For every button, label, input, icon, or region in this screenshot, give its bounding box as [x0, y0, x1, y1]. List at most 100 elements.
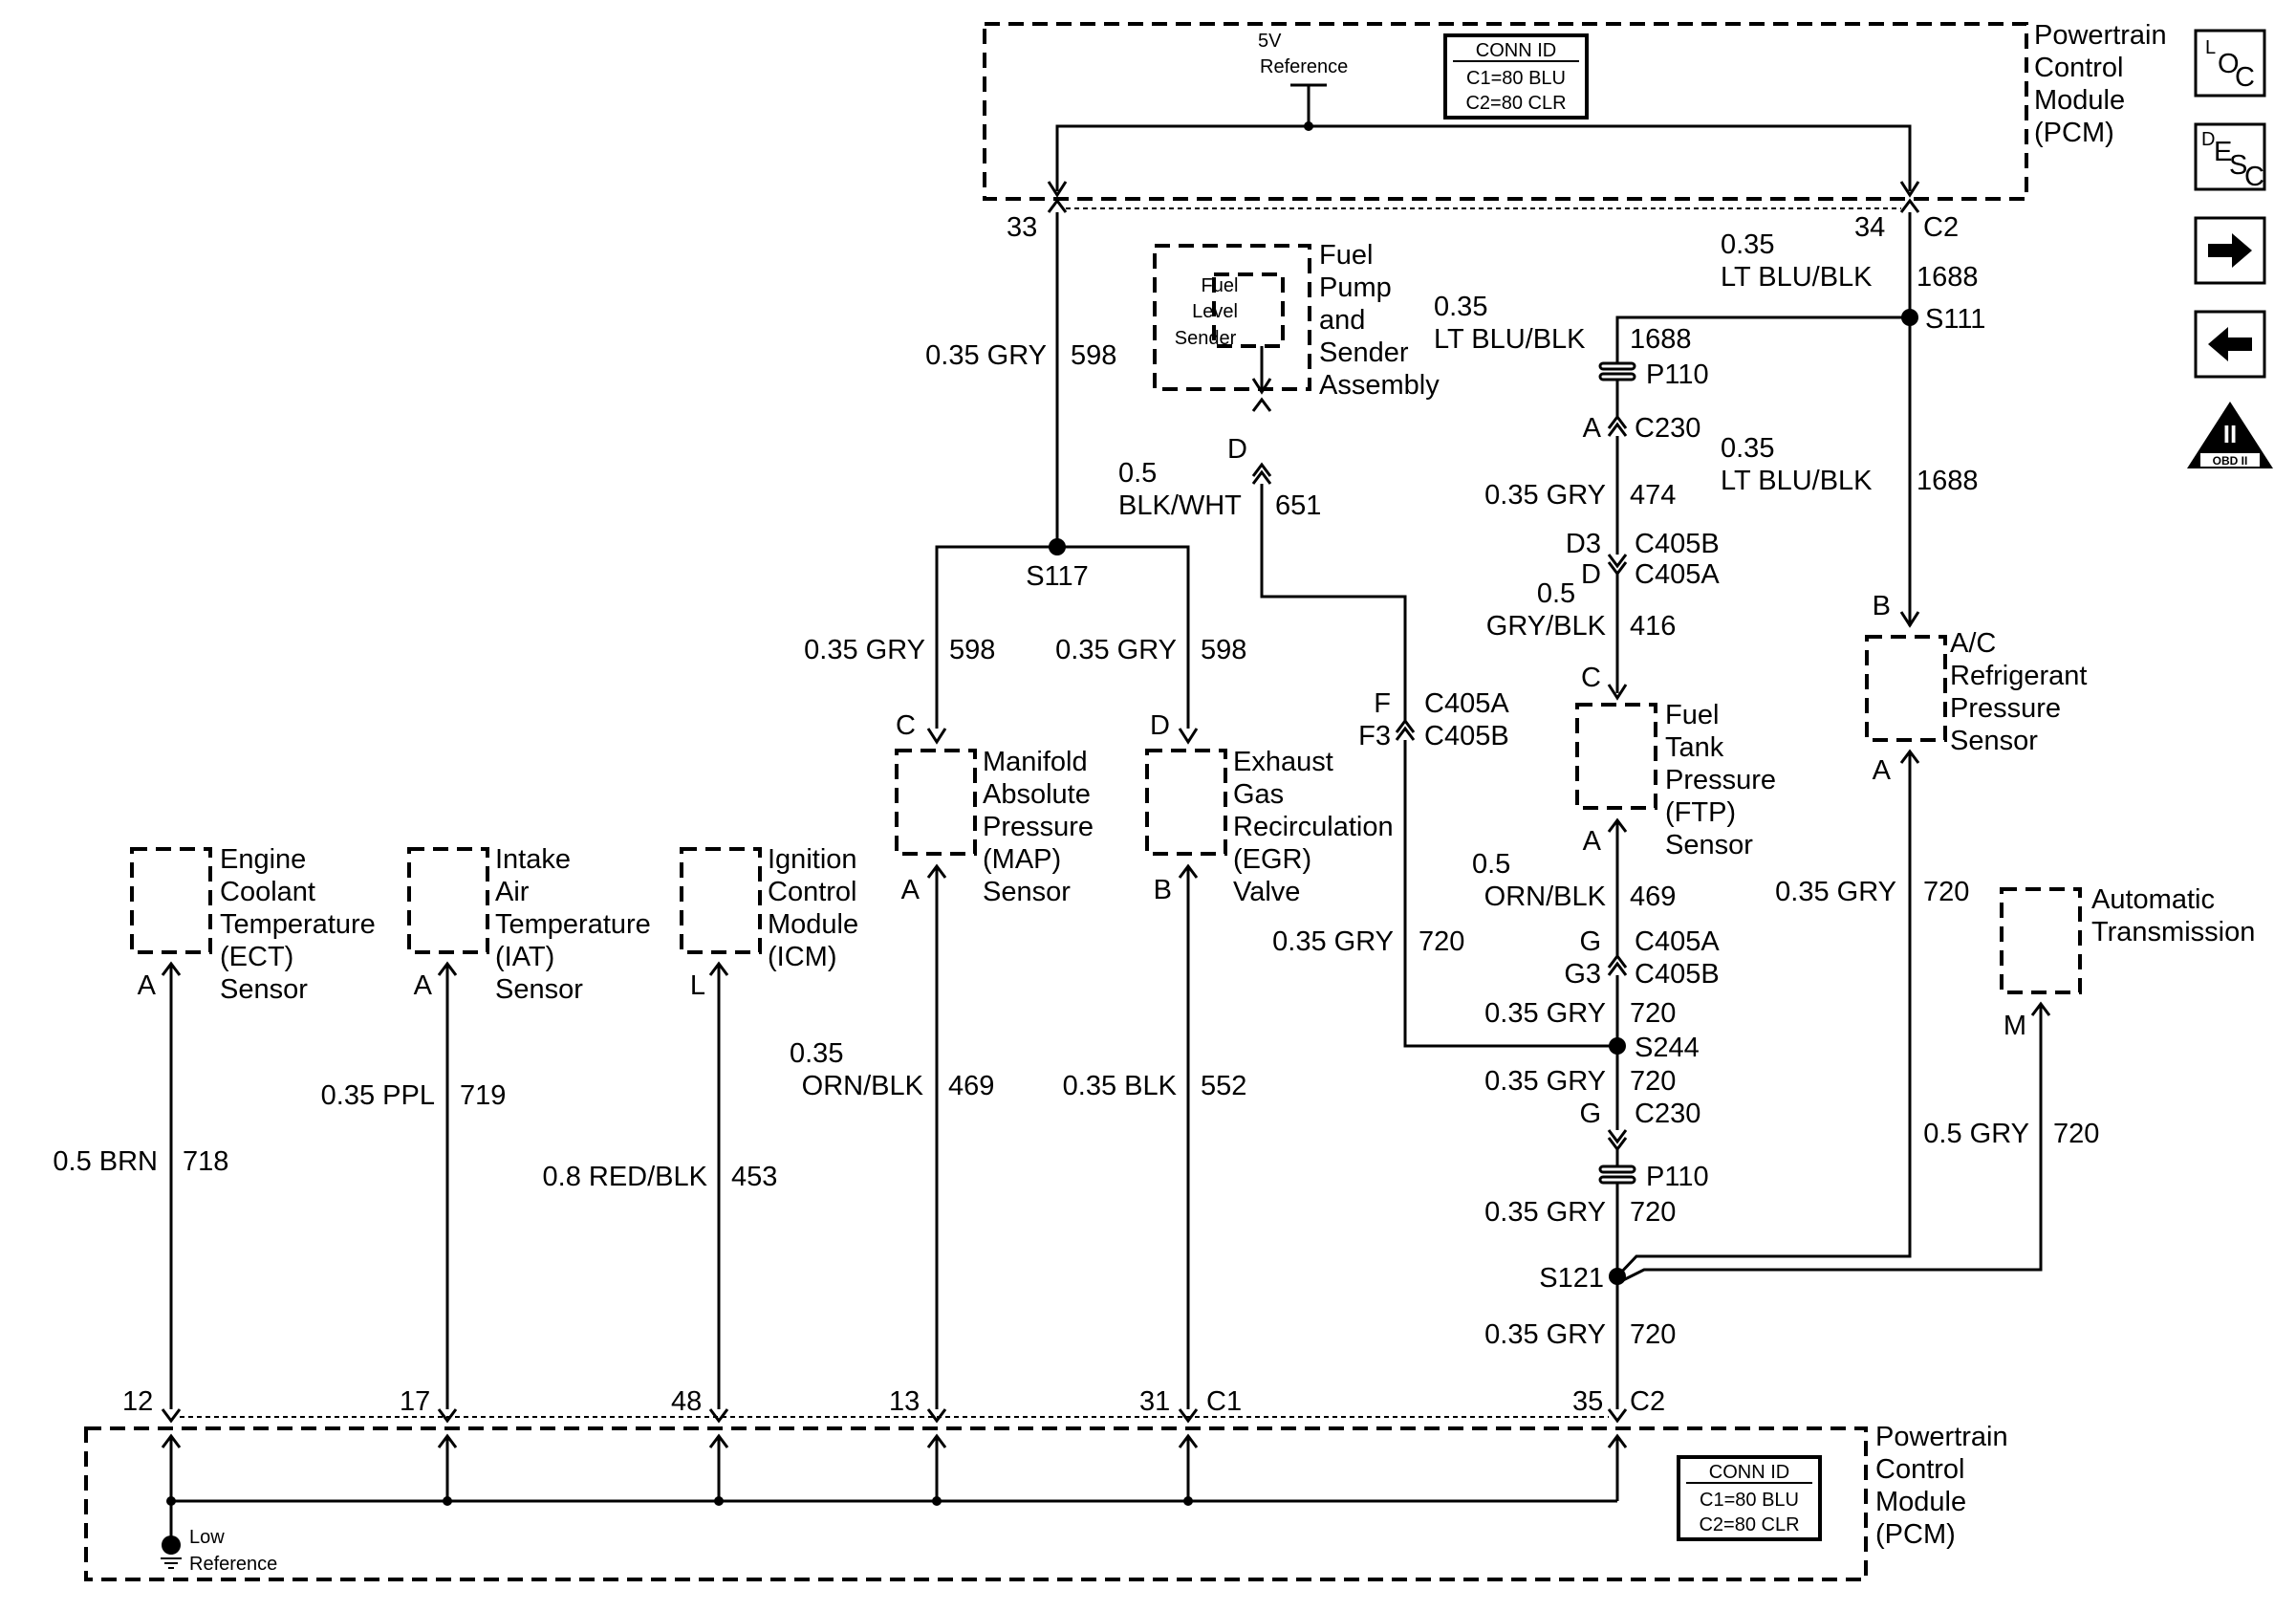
- fuel-pump-outline: [1153, 244, 1311, 391]
- conn-id-top-box: [1443, 33, 1589, 120]
- wire-598-main-label: 0.35 GRY: [925, 340, 1047, 371]
- automatic-transmission: Automatic Transmission M 0.5 GRY 720: [1616, 884, 2255, 1285]
- splice-s244: [1609, 1037, 1626, 1055]
- pcm-bottom-arrows: [161, 1433, 1628, 1501]
- wire-720-ac: [1615, 751, 1912, 1278]
- pin-34-connector: [1899, 198, 1920, 213]
- wire-720-egrleft-circuit: 720: [1419, 926, 1464, 957]
- egr-pin-b: B: [1154, 875, 1172, 905]
- conn-id-bottom: CONN ID C1=80 BLU C2=80 CLR: [1677, 1455, 1822, 1541]
- pin-17: 17: [400, 1386, 430, 1417]
- ac-title-2: Refrigerant: [1950, 661, 2087, 691]
- c405-f-c405a: C405A: [1424, 688, 1509, 719]
- fuel-level-sender-outline: [1212, 272, 1285, 348]
- obd-ii-icon[interactable]: II OBD II: [2187, 402, 2273, 468]
- ftp-title-1: Fuel: [1665, 700, 1719, 730]
- svg-text:D: D: [2201, 129, 2215, 150]
- wire-1688-p110-label-2: LT BLU/BLK: [1434, 324, 1586, 355]
- c405-f3-c405b: C405B: [1424, 721, 1509, 751]
- c405-g3-pin: G3: [1564, 959, 1601, 990]
- egr-pin-d: D: [1150, 710, 1170, 741]
- wire-1688-p110-circuit: 1688: [1630, 324, 1692, 355]
- ect-title-4: (ECT): [220, 942, 293, 972]
- p110-bot-label: P110: [1646, 1162, 1709, 1192]
- svg-text:O: O: [2218, 49, 2240, 79]
- egr-title-5: Valve: [1233, 877, 1300, 907]
- wire-469-ftp-circuit: 469: [1630, 882, 1676, 912]
- splice-s111-label: S111: [1925, 304, 1985, 335]
- wire-719-label: 0.35 PPL: [321, 1080, 435, 1111]
- ac-pin-b: B: [1873, 591, 1891, 621]
- c230-bot-label: C230: [1635, 1099, 1700, 1129]
- wire-598-egr-circuit: 598: [1201, 635, 1246, 665]
- c230-bot-connector: [1607, 1129, 1628, 1152]
- c230-top-pin: A: [1583, 413, 1602, 444]
- ect-title-2: Coolant: [220, 877, 315, 907]
- loc-icon[interactable]: L O C: [2194, 29, 2266, 98]
- wire-720-trans-label: 0.5 GRY: [1923, 1119, 2029, 1149]
- icm: Ignition Control Module (ICM) L 0.8 RED/…: [543, 844, 858, 1409]
- iat-title-3: Temperature: [495, 909, 651, 940]
- trans-title-2: Transmission: [2091, 917, 2255, 947]
- wire-469-ftp-label-1: 0.5: [1472, 849, 1510, 880]
- p110-bot-1: [1598, 1165, 1636, 1174]
- c405-d-connector: [1607, 554, 1628, 577]
- iat-title-2: Air: [495, 877, 530, 907]
- pin-33-connector: [1047, 198, 1068, 213]
- wire-1688-p110-label-1: 0.35: [1434, 292, 1487, 322]
- obd-numeral: II: [2223, 420, 2237, 448]
- wire-720-bottom-circuit: 720: [1630, 1319, 1676, 1350]
- obd-label: OBD II: [2213, 454, 2248, 468]
- ftp-title-4: (FTP): [1665, 797, 1736, 828]
- wire-718-label: 0.5 BRN: [53, 1146, 158, 1177]
- egr-title-4: (EGR): [1233, 844, 1311, 875]
- c405a-label: C405A: [1635, 559, 1720, 590]
- wire-416-label-1: 0.5: [1537, 578, 1575, 609]
- desc-icon[interactable]: D E S C: [2194, 122, 2266, 192]
- iat-title-4: (IAT): [495, 942, 554, 972]
- conn-id-top-c1: C1=80 BLU: [1466, 68, 1566, 89]
- svg-text:C: C: [2235, 62, 2255, 93]
- wire-720-trans: [1616, 1004, 2043, 1285]
- wire-416-circuit: 416: [1630, 611, 1676, 642]
- trans-outline: [2000, 887, 2082, 994]
- wire-469-ftp-label-2: ORN/BLK: [1484, 882, 1607, 912]
- fuel-pump-title-2: Pump: [1319, 272, 1392, 303]
- wire-469-map-circuit: 469: [948, 1071, 994, 1101]
- pcm-bottom-title-4: (PCM): [1875, 1519, 1956, 1550]
- wire-416-label-2: GRY/BLK: [1486, 611, 1607, 642]
- map-title-4: (MAP): [983, 844, 1061, 875]
- wire-720-down-label: 0.35 GRY: [1484, 1066, 1606, 1097]
- c405-f-connector: [1395, 718, 1416, 741]
- splice-s121-label: S121: [1539, 1263, 1604, 1294]
- c230-bot-pin: G: [1579, 1099, 1601, 1129]
- ect-title-5: Sensor: [220, 974, 308, 1005]
- trans-pin-m: M: [2004, 1011, 2026, 1041]
- map-title-5: Sensor: [983, 877, 1071, 907]
- wire-651-circuit: 651: [1275, 490, 1321, 521]
- pcm-top-title-4: (PCM): [2034, 118, 2114, 148]
- c405b-label: C405B: [1635, 529, 1720, 559]
- fuel-pump-assembly: Fuel Level Sender Fuel Pump and Sender A…: [1153, 240, 1440, 485]
- pcm-top-title-2: Control: [2034, 53, 2124, 83]
- wire-598-main-circuit: 598: [1071, 340, 1116, 371]
- pcm-bottom-title-1: Powertrain: [1875, 1422, 2008, 1452]
- c405b-pin: D3: [1566, 529, 1601, 559]
- wire-552-label: 0.35 BLK: [1063, 1071, 1178, 1101]
- egr-title-1: Exhaust: [1233, 747, 1333, 777]
- ac-title-4: Sensor: [1950, 726, 2038, 756]
- pcm-top-title-1: Powertrain: [2034, 20, 2167, 51]
- wire-720-p110-label: 0.35 GRY: [1484, 1197, 1606, 1228]
- next-arrow-icon[interactable]: [2194, 216, 2266, 285]
- conn-id-bottom-c1: C1=80 BLU: [1700, 1490, 1799, 1511]
- pcm-bottom-title-3: Module: [1875, 1487, 1966, 1517]
- pin-31: 31: [1139, 1386, 1170, 1417]
- fuel-level-sender-1: Fuel: [1202, 275, 1239, 296]
- pin-33-arrow: [1047, 181, 1068, 198]
- wire-720-ac-circuit: 720: [1923, 877, 1969, 907]
- ftp-title-2: Tank: [1665, 732, 1724, 763]
- prev-arrow-icon[interactable]: [2194, 310, 2266, 379]
- iat-title-1: Intake: [495, 844, 571, 875]
- fuel-level-sender-2: Level: [1192, 301, 1238, 322]
- wire-552-circuit: 552: [1201, 1071, 1246, 1101]
